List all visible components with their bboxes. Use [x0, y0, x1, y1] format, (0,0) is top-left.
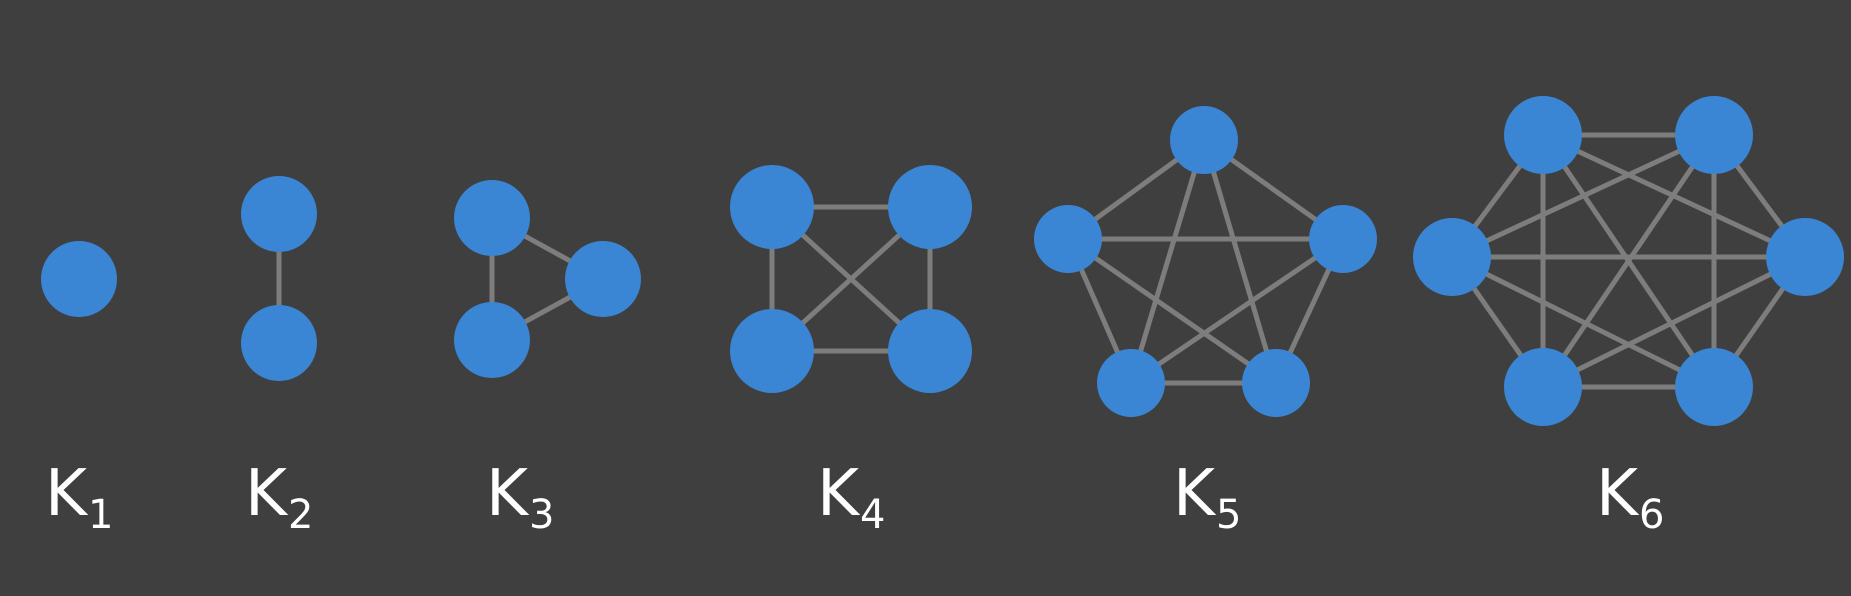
node-k4-3 [730, 309, 814, 393]
node-k5-1 [1309, 205, 1377, 273]
node-k6-4 [1504, 348, 1582, 426]
node-k3-1 [565, 241, 641, 317]
node-k4-2 [888, 309, 972, 393]
node-k3-0 [454, 180, 530, 256]
graph-k3 [454, 180, 641, 378]
graph-k1 [41, 241, 117, 317]
edge-k5-0-3 [1128, 139, 1207, 384]
label-k4: K4 [817, 457, 886, 538]
graph-k2 [241, 176, 317, 381]
label-k5: K5 [1173, 457, 1242, 538]
edge-k5-1-3 [1129, 236, 1345, 386]
edge-k5-2-4 [1066, 236, 1278, 386]
edge-k5-0-2 [1201, 139, 1279, 384]
node-k4-0 [730, 165, 814, 249]
edge-k6-2-4 [1541, 254, 1807, 390]
graph-k4 [730, 165, 972, 393]
node-k5-2 [1242, 349, 1310, 417]
graph-k5 [1034, 106, 1377, 417]
edge-k6-3-5 [1450, 254, 1716, 390]
label-k1: K1 [45, 457, 114, 538]
node-k3-2 [454, 302, 530, 378]
node-k4-1 [888, 165, 972, 249]
graph-k6 [1413, 96, 1844, 426]
node-k6-0 [1504, 96, 1582, 174]
node-k6-5 [1413, 218, 1491, 296]
node-k6-2 [1766, 218, 1844, 296]
node-k5-4 [1034, 205, 1102, 273]
node-k2-1 [241, 305, 317, 381]
label-k3: K3 [486, 457, 555, 538]
label-k6: K6 [1596, 457, 1665, 538]
label-k2: K2 [245, 457, 314, 538]
node-k5-0 [1170, 106, 1238, 174]
node-k6-3 [1675, 348, 1753, 426]
node-k6-1 [1675, 96, 1753, 174]
edge-k6-1-4 [1540, 133, 1717, 389]
edge-k6-1-5 [1450, 132, 1716, 260]
node-k5-3 [1097, 349, 1165, 417]
node-k1-0 [41, 241, 117, 317]
node-k2-0 [241, 176, 317, 252]
